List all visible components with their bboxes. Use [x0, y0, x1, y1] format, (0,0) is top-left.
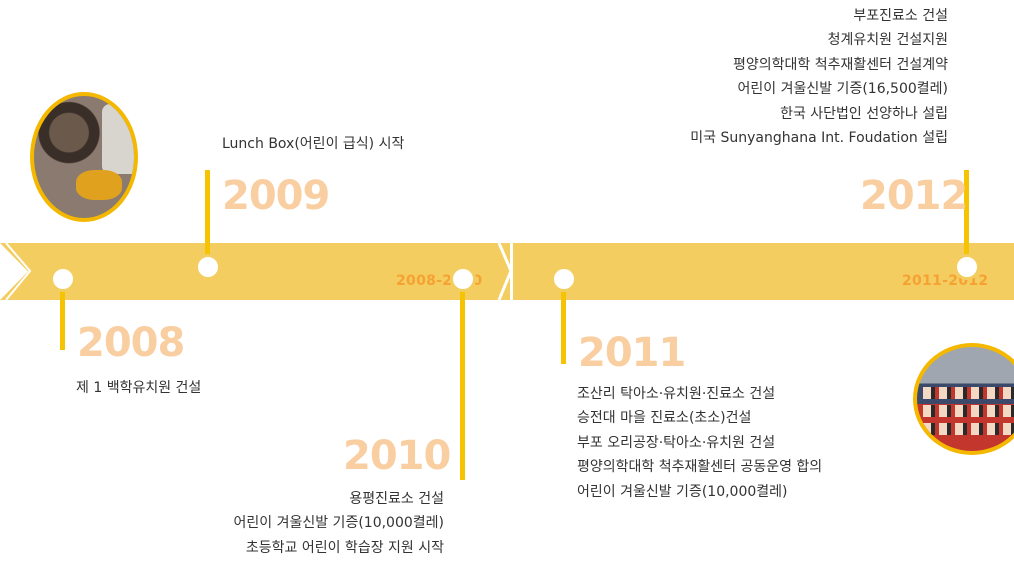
event-item: 초등학교 어린이 학습장 지원 시작 — [245, 539, 444, 556]
event-item: 부포진료소 건설 — [853, 8, 948, 24]
stem-2010 — [460, 284, 465, 480]
event-list-2008: 제 1 백학유치원 건설 — [76, 376, 201, 400]
event-list-2011: 조산리 탁아소·유치원·진료소 건설 승전대 마을 진료소(초소)건설 부포 오… — [577, 382, 822, 504]
timeline-dot-2010 — [450, 266, 476, 292]
stem-2011 — [561, 282, 566, 364]
event-item: 어린이 겨울신발 기증(10,000켤레) — [233, 515, 445, 532]
stem-2009 — [205, 170, 210, 256]
event-item: 평양의학대학 척추재활센터 건설계약 — [733, 56, 948, 73]
event-list-2012: 부포진료소 건설 청계유치원 건설지원 평양의학대학 척추재활센터 건설계약 어… — [690, 4, 948, 150]
sack-shape — [102, 104, 134, 174]
event-item: 미국 Sunyanghana Int. Foudation 설립 — [690, 130, 948, 147]
event-item: 제 1 백학유치원 건설 — [76, 380, 202, 396]
event-item: 한국 사단법인 선양하나 설립 — [780, 105, 948, 122]
chevron-arrow-icon — [5, 243, 32, 300]
event-list-2009: Lunch Box(어린이 급식) 시작 — [222, 132, 404, 156]
stem-2012 — [964, 170, 969, 258]
year-2008: 2008 — [77, 320, 185, 366]
event-item: 용평진료소 건설 — [349, 491, 444, 507]
children-row — [923, 423, 1014, 435]
year-2009: 2009 — [222, 173, 330, 219]
timeline-dot-2008 — [50, 266, 76, 292]
event-item: 평양의학대학 척추재활센터 공동운영 합의 — [577, 459, 823, 476]
timeline-dot-2011 — [551, 266, 577, 292]
event-item: 청계유치원 건설지원 — [827, 32, 948, 49]
year-2010: 2010 — [343, 433, 451, 479]
grain-shape — [76, 170, 122, 200]
group-children-photo — [913, 343, 1014, 455]
event-list-2010: 용평진료소 건설 어린이 겨울신발 기증(10,000켤레) 초등학교 어린이 … — [234, 487, 445, 560]
children-row — [923, 405, 1014, 417]
event-item: 조산리 탁아소·유치원·진료소 건설 — [577, 386, 776, 402]
event-item: 어린이 겨울신발 기증(16,500켤레) — [737, 81, 949, 98]
children-row — [923, 387, 1014, 399]
timeline-band-2008-2010 — [0, 243, 510, 300]
timeline-dot-2009 — [195, 254, 221, 280]
event-item: 부포 오리공장·탁아소·유치원 건설 — [577, 434, 776, 451]
stem-2008 — [60, 282, 65, 350]
timeline-band-2011-2012 — [513, 243, 1014, 300]
timeline-dot-2012 — [954, 254, 980, 280]
year-2011: 2011 — [578, 330, 686, 376]
event-item: 어린이 겨울신발 기증(10,000켤레) — [577, 483, 788, 500]
year-2012: 2012 — [860, 173, 968, 219]
woman-with-grain-photo — [30, 92, 138, 222]
event-item: Lunch Box(어린이 급식) 시작 — [222, 136, 405, 152]
segment-chevron-icon — [497, 243, 513, 300]
event-item: 승전대 마을 진료소(초소)건설 — [577, 410, 752, 427]
